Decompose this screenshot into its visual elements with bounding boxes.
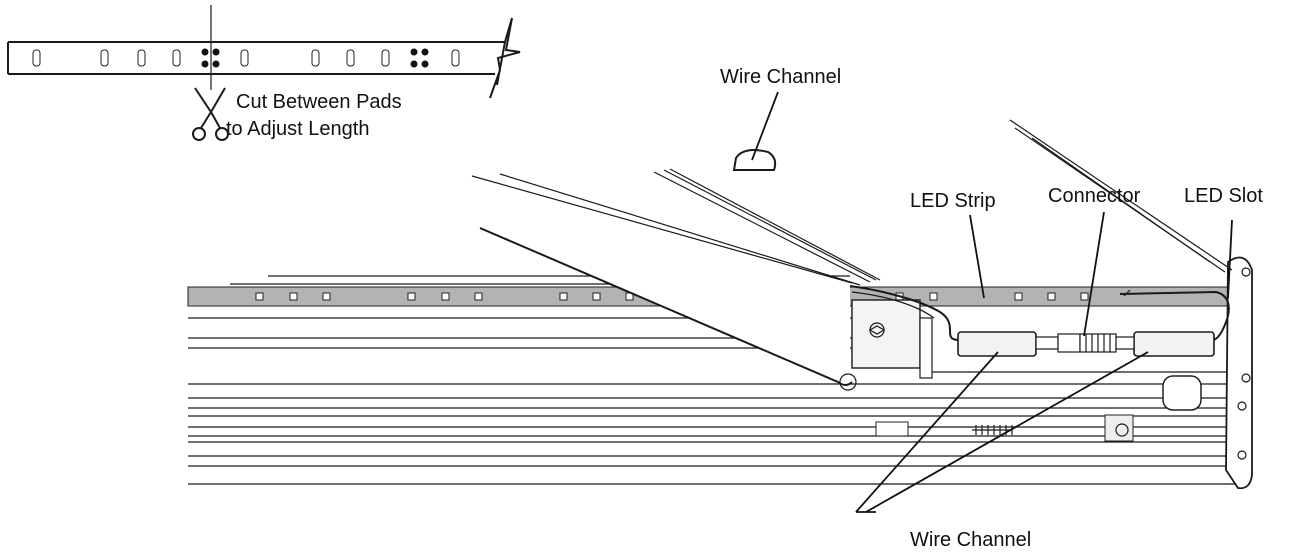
label-wire-channel-top: Wire Channel [720,66,841,88]
cut-pads [201,48,429,68]
callout-wire-channel-top: Wire Channel [720,66,841,171]
cover-piece [471,168,961,393]
label-connector: Connector [1048,185,1141,207]
strip-outline [7,41,505,75]
zigzag-break-icon [489,17,521,99]
cut-label-line2: to Adjust Length [226,118,369,140]
scissors-icon [192,87,229,141]
wire-channels [957,289,1230,357]
wire-channel-profile-icon [732,149,777,171]
strip-inset: Cut Between Pads to Adjust Length [7,5,521,141]
label-led-strip: LED Strip [910,190,996,212]
cut-label-line1: Cut Between Pads [236,91,402,113]
end-cap-holes [1237,267,1251,460]
callout-connector: Connector [1048,185,1141,337]
end-cap [1225,256,1253,490]
label-wire-channel-bottom: Wire Channel [910,529,1031,551]
main-strip-led-chips [255,292,1089,301]
callout-led-slot: LED Slot [1184,185,1263,299]
label-led-slot: LED Slot [1184,185,1263,207]
bottom-slot-details [875,375,1202,442]
strip-led-chips [32,49,460,67]
callout-led-strip: LED Strip [910,190,996,299]
callout-wire-channel-bottom: Wire Channel [855,351,1149,551]
connector [1035,333,1135,353]
